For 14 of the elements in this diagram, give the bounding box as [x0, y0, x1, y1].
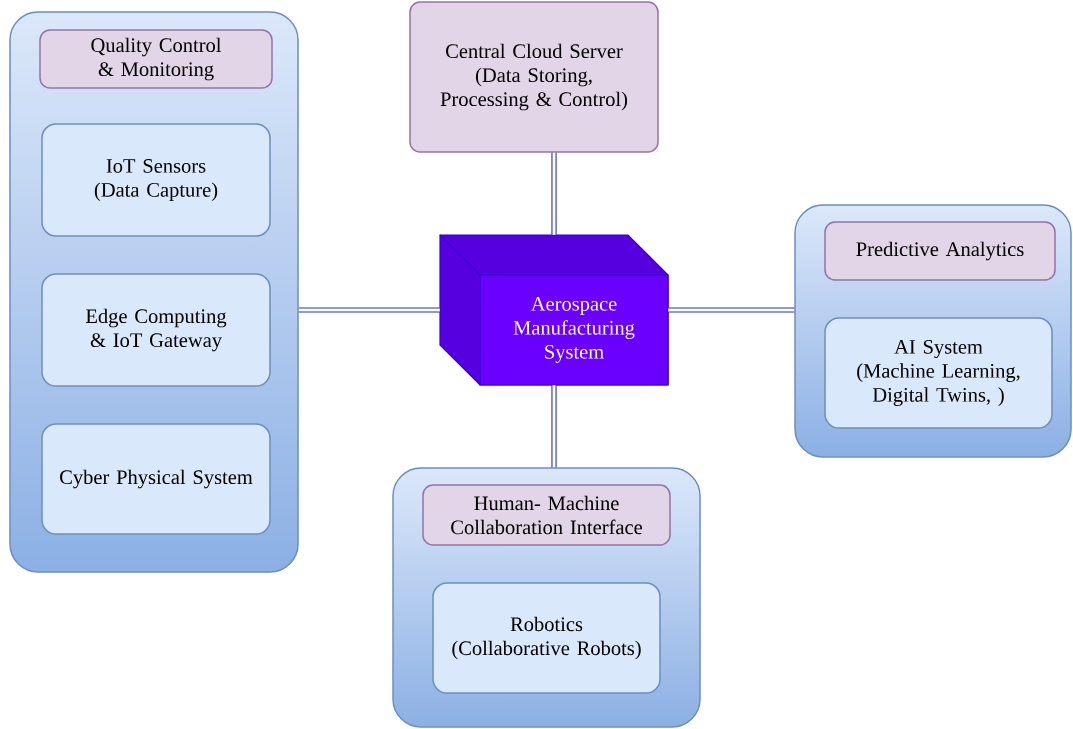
heading-box: Human- Machine Collaboration Interface: [422, 484, 671, 546]
component-box: IoT Sensors (Data Capture): [41, 123, 271, 237]
component-box: Edge Computing & IoT Gateway: [41, 273, 271, 387]
double-line: [298, 307, 440, 313]
double-line: [668, 307, 795, 313]
double-line: [551, 152, 557, 235]
component-box: Cyber Physical System: [41, 423, 271, 535]
component-box: AI System (Machine Learning, Digital Twins, ): [824, 317, 1053, 429]
system-cube: Aerospace Manufacturing System: [439, 234, 669, 386]
component-box: Robotics (Collaborative Robots): [432, 582, 661, 694]
heading-box: Quality Control & Monitoring: [39, 29, 273, 89]
heading-box: Central Cloud Server (Data Storing, Processing & Control): [409, 1, 659, 153]
heading-box: Predictive Analytics: [824, 221, 1056, 281]
double-line: [551, 385, 557, 468]
